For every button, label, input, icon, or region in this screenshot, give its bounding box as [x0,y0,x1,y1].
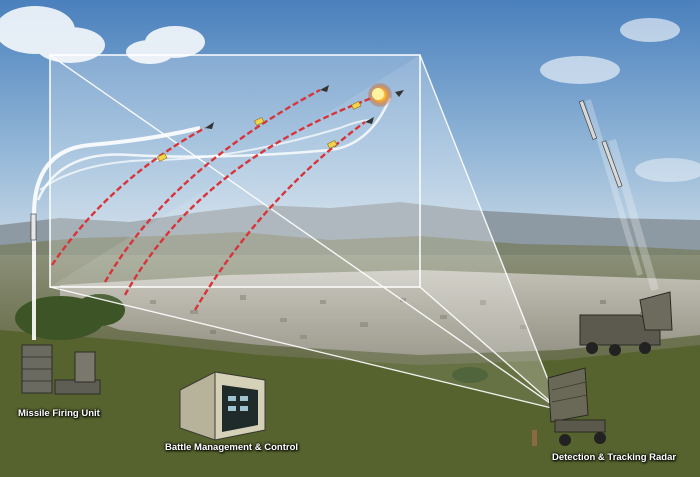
battle-management-label: Battle Management & Control [165,442,299,453]
missile-firing-unit-label: Missile Firing Unit [18,408,100,419]
interceptor-missile [30,213,37,241]
trees [15,294,488,383]
incoming-missiles-far [578,99,659,292]
clouds [0,6,700,182]
intercept-markers [157,101,362,162]
radar-label: Detection & Tracking Radar [552,452,677,463]
interceptor-trail-2 [36,97,392,201]
interceptor-launch-trail [32,126,201,340]
projection-edges [49,54,561,411]
command-shelter-icon [179,371,266,441]
launcher-truck-icon [579,291,673,356]
radar-array-icon [532,367,606,446]
city [60,270,700,355]
rocket-trajectories [51,88,381,311]
missile-launcher-icon [21,344,101,395]
foreground-field [0,330,700,477]
incoming-rockets [205,85,404,129]
explosion-icon [368,83,392,107]
